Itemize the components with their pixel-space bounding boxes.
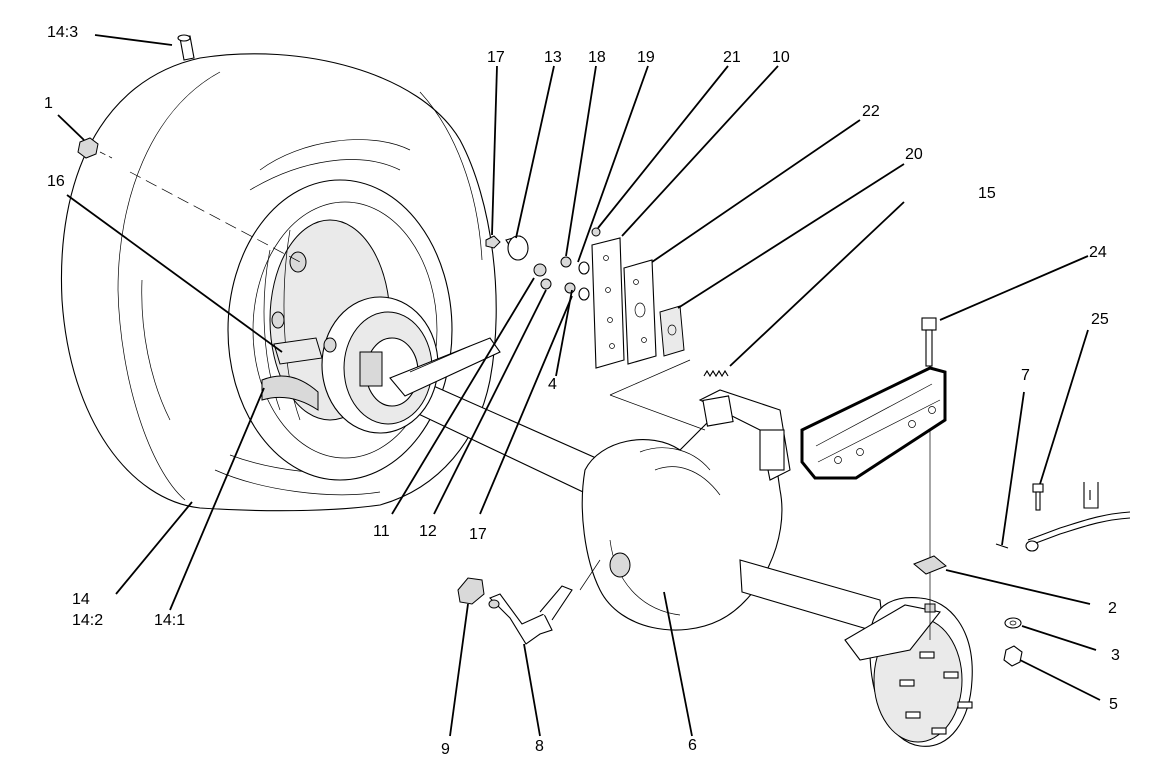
lower-hardware <box>457 559 601 645</box>
callout-13: 13 <box>544 49 562 66</box>
callout-20: 20 <box>905 146 923 163</box>
cable <box>1027 511 1131 541</box>
cotter-pin <box>995 543 1009 549</box>
callout-8: 8 <box>535 738 544 755</box>
callout-24: 24 <box>1089 244 1107 261</box>
callout-5: 5 <box>1109 696 1118 713</box>
tire-outline <box>60 53 497 512</box>
washer <box>1004 617 1022 629</box>
lug-nut <box>77 137 99 159</box>
callout-1: 1 <box>44 95 53 112</box>
drain-nut <box>457 577 485 605</box>
callout-15: 15 <box>978 185 996 202</box>
callout-7: 7 <box>1021 367 1030 384</box>
callout-14: 14 <box>72 591 90 608</box>
callout-12: 12 <box>419 523 437 540</box>
bracket-assembly <box>800 317 1131 667</box>
spring <box>703 369 729 378</box>
differential-housing <box>581 409 783 631</box>
callout-17-top: 17 <box>487 49 505 66</box>
callout-3: 3 <box>1111 647 1120 664</box>
callout-labels: 14:3 1 16 17 13 18 19 21 10 22 20 15 24 … <box>44 24 1120 758</box>
wheel-assembly <box>60 34 497 512</box>
bracket <box>800 366 947 480</box>
axle-assembly <box>321 296 973 747</box>
nut <box>1003 645 1023 667</box>
callout-14-1: 14:1 <box>154 612 185 629</box>
spacer-plate <box>623 259 657 365</box>
callout-18: 18 <box>588 49 606 66</box>
callout-17-bottom: 17 <box>469 526 487 543</box>
callout-4: 4 <box>548 376 557 393</box>
callout-19: 19 <box>637 49 655 66</box>
clip <box>913 555 947 575</box>
callout-6: 6 <box>688 737 697 754</box>
bolt <box>921 317 937 331</box>
hub <box>261 375 319 411</box>
callout-21: 21 <box>723 49 741 66</box>
callout-9: 9 <box>441 741 450 758</box>
plate <box>591 237 625 369</box>
shift-rod <box>489 593 553 645</box>
callout-25: 25 <box>1091 311 1109 328</box>
callout-14-3: 14:3 <box>47 24 78 41</box>
callout-10: 10 <box>772 49 790 66</box>
block <box>659 305 685 357</box>
clevis-pin <box>1032 483 1044 493</box>
callout-2: 2 <box>1108 600 1117 617</box>
callout-11: 11 <box>373 523 390 540</box>
callout-14-2: 14:2 <box>72 612 103 629</box>
callout-16: 16 <box>47 173 65 190</box>
mounting-hardware <box>485 227 729 378</box>
leader-lines <box>57 34 1101 737</box>
callout-22: 22 <box>862 103 880 120</box>
